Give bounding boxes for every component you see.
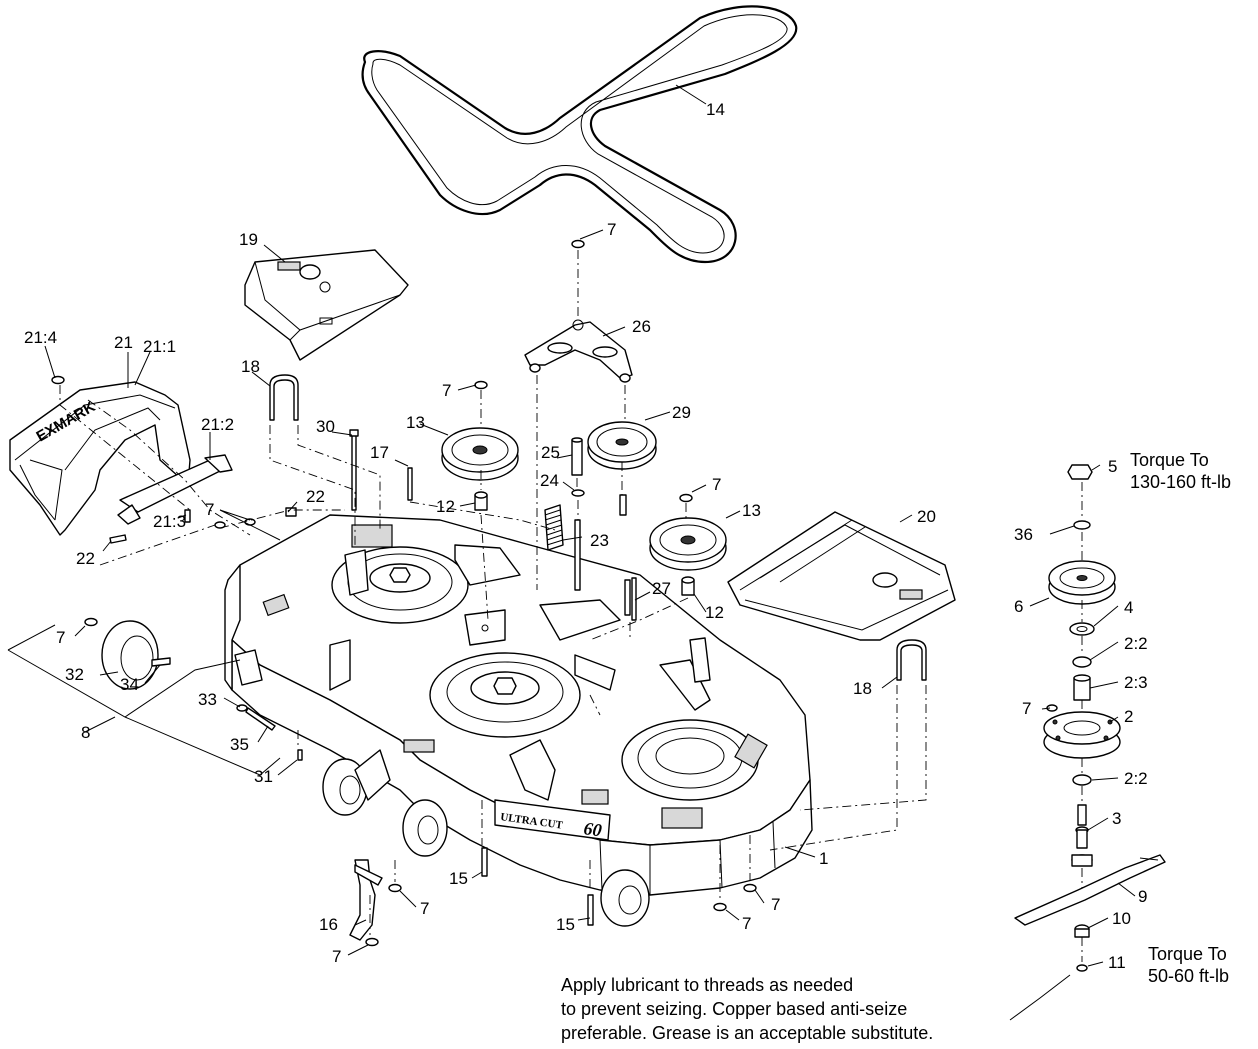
callout-30: 30 [316,417,335,436]
callout-15: 15 [449,869,468,888]
torque-note-upper-line1: Torque To [1130,450,1209,470]
instruction-line-2: to prevent seizing. Copper based anti-se… [561,999,907,1019]
callout-21-4: 21:4 [24,328,57,347]
callout-10: 10 [1112,909,1131,928]
callout-21-2: 21:2 [201,415,234,434]
callout-13: 13 [742,501,761,520]
callout-7: 7 [742,914,751,933]
torque-note-upper: Torque To 130-160 ft-lb [1130,450,1231,492]
callout-13: 13 [406,413,425,432]
callout-21-1: 21:1 [143,337,176,356]
callout-1: 1 [819,849,828,868]
callout-12: 12 [436,497,455,516]
spindle-assembly [1014,464,1166,972]
callout-labels: 14 7 19 26 21:4 21 21:1 18 7 29 13 30 21… [24,100,1148,972]
callout-21: 21 [114,333,133,352]
callout-7: 7 [56,628,65,647]
callout-9: 9 [1138,887,1147,906]
callout-22: 22 [76,549,95,568]
lubricant-instructions: Apply lubricant to threads as needed to … [561,975,933,1043]
mower-deck-shell: ULTRA CUT 60 [224,514,813,927]
torque-note-lower-line1: Torque To [1148,944,1227,964]
callout-7: 7 [205,500,214,519]
callout-6: 6 [1014,597,1023,616]
callout-22: 22 [306,487,325,506]
callout-7: 7 [607,220,616,239]
callout-7: 7 [712,475,721,494]
left-belt-cover [244,249,409,361]
callout-24: 24 [540,471,559,490]
idler-pulley-29 [587,421,657,470]
callout-7: 7 [1022,699,1031,718]
callout-21-3: 21:3 [153,512,186,531]
callout-27: 27 [652,579,671,598]
callout-36: 36 [1014,525,1033,544]
instruction-line-3: preferable. Grease is an acceptable subs… [561,1023,933,1043]
callout-23: 23 [590,531,609,550]
callout-2: 2 [1124,707,1133,726]
callout-2-3: 2:3 [1124,673,1148,692]
leader-lines [7,84,1136,1021]
torque-note-upper-line2: 130-160 ft-lb [1130,472,1231,492]
callout-12: 12 [705,603,724,622]
right-belt-cover [727,511,956,641]
callout-7: 7 [442,381,451,400]
discharge-guard: EXMARK [9,381,233,536]
callout-3: 3 [1112,809,1121,828]
idler-pulley-13-left [441,427,519,481]
callout-18: 18 [241,357,260,376]
callout-18: 18 [853,679,872,698]
callout-15: 15 [556,915,575,934]
callout-11: 11 [1108,953,1126,972]
callout-4: 4 [1124,598,1133,617]
callout-26: 26 [632,317,651,336]
deck-logo: ULTRA CUT 60 [494,799,611,841]
callout-34: 34 [120,675,139,694]
callout-35: 35 [230,735,249,754]
callout-7: 7 [420,899,429,918]
drive-belt [361,5,798,264]
callout-2-2: 2:2 [1124,634,1148,653]
instruction-line-1: Apply lubricant to threads as needed [561,975,853,995]
callout-33: 33 [198,690,217,709]
callout-2-2: 2:2 [1124,769,1148,788]
callout-32: 32 [65,665,84,684]
idler-bracket [524,319,633,383]
deck-logo-model: 60 [582,818,603,840]
callout-5: 5 [1108,457,1117,476]
callout-31: 31 [254,767,273,786]
callout-16: 16 [319,915,338,934]
idler-pulley-13-right [649,517,727,571]
callout-7: 7 [332,947,341,966]
assembly-center-lines [59,250,1083,962]
callout-29: 29 [672,403,691,422]
callout-20: 20 [917,507,936,526]
torque-note-lower-line2: 50-60 ft-lb [1148,966,1229,986]
front-caster-wheels [322,749,650,927]
torque-note-lower: Torque To 50-60 ft-lb [1148,944,1229,986]
callout-17: 17 [370,443,389,462]
callout-19: 19 [239,230,258,249]
callout-14: 14 [706,100,725,119]
callout-8: 8 [81,723,90,742]
callout-25: 25 [541,443,560,462]
callout-7: 7 [771,895,780,914]
